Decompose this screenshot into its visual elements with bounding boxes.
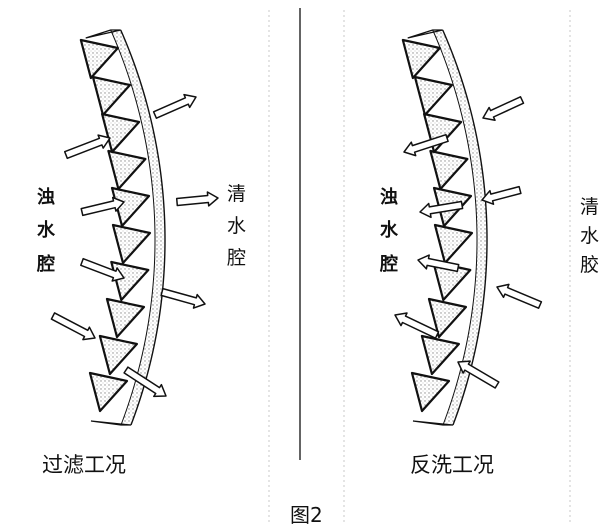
clean-label-char: 清 <box>227 183 246 205</box>
wedge-wire-triangle <box>429 149 469 191</box>
ring-end-cap <box>85 29 121 39</box>
flow-arrow <box>123 366 167 398</box>
wedge-wire-triangle <box>98 334 138 376</box>
support-ring-outer <box>442 29 488 426</box>
wedge-wire-triangle <box>427 297 468 339</box>
flow-arrow <box>419 200 464 219</box>
flow-arrow <box>152 93 197 119</box>
dirty-label-char: 腔 <box>379 253 398 275</box>
flow-arrows-right <box>394 96 543 389</box>
wedge-wire-triangle <box>79 38 119 80</box>
flow-arrow <box>417 254 460 273</box>
ring-end-cap <box>407 29 443 39</box>
dirty-label-char: 水 <box>380 219 399 241</box>
support-ring-outer <box>120 29 166 426</box>
caption-filtration: 过滤工况 <box>42 453 126 477</box>
filter-screen-right <box>401 29 488 426</box>
flow-arrow <box>482 96 525 121</box>
flow-arrow <box>403 133 449 157</box>
wedge-wire-triangle <box>110 260 150 302</box>
wedge-wire-triangle <box>410 371 451 413</box>
wedge-wire-triangle <box>433 223 474 265</box>
filter-screen-left <box>79 29 166 426</box>
flow-arrow <box>457 360 500 389</box>
flow-arrow <box>175 191 219 207</box>
support-ring-inner <box>432 29 478 426</box>
wedge-wire-triangle <box>105 297 146 339</box>
clean-label-char: 清 <box>580 196 599 218</box>
flow-arrow <box>394 312 440 339</box>
wedge-wire-triangle <box>111 223 152 265</box>
flow-arrow <box>63 134 111 160</box>
wedge-wire-triangle <box>401 38 441 80</box>
clean-chamber-label-left: 清 水 腔 <box>227 183 246 269</box>
dirty-label-char: 腔 <box>36 253 55 275</box>
wedge-wire-triangle <box>88 371 129 413</box>
clean-chamber-label-right: 清 水 胶 <box>580 196 599 276</box>
ring-end-cap <box>90 420 132 426</box>
support-ring-inner <box>110 29 156 426</box>
dirty-label-char: 浊 <box>37 186 55 208</box>
wedge-wire-triangle <box>107 149 147 191</box>
clean-label-char: 水 <box>580 225 599 247</box>
wedge-wire-triangle <box>100 112 141 154</box>
flow-arrow <box>80 257 125 282</box>
flow-arrow <box>160 287 206 309</box>
flow-arrow <box>50 312 96 341</box>
support-ring-fill <box>110 30 165 425</box>
dirty-chamber-label-right: 浊 水 腔 <box>379 186 399 275</box>
dirty-label-char: 水 <box>37 219 56 241</box>
panel-backwash: 浊 水 腔 清 水 胶 反洗工况 <box>379 29 599 477</box>
flow-arrow <box>496 283 543 309</box>
ring-end-cap <box>412 420 454 426</box>
clean-label-char: 胶 <box>580 254 599 276</box>
clean-label-char: 腔 <box>227 247 246 269</box>
support-ring-fill <box>432 30 487 425</box>
dirty-label-char: 浊 <box>380 186 398 208</box>
clean-label-char: 水 <box>227 215 246 237</box>
flow-arrow <box>481 185 522 205</box>
wedge-wire-triangle <box>420 334 460 376</box>
panel-filtration: 浊 水 腔 清 水 腔 过滤工况 <box>36 29 246 477</box>
wedge-wire-triangle <box>413 75 454 117</box>
wedge-wire-triangle <box>91 75 132 117</box>
dirty-chamber-label-left: 浊 水 腔 <box>36 186 56 275</box>
figure-caption: 图2 <box>290 503 323 527</box>
flow-arrows-left <box>50 93 219 398</box>
caption-backwash: 反洗工况 <box>410 453 494 477</box>
flow-arrow <box>80 196 125 217</box>
